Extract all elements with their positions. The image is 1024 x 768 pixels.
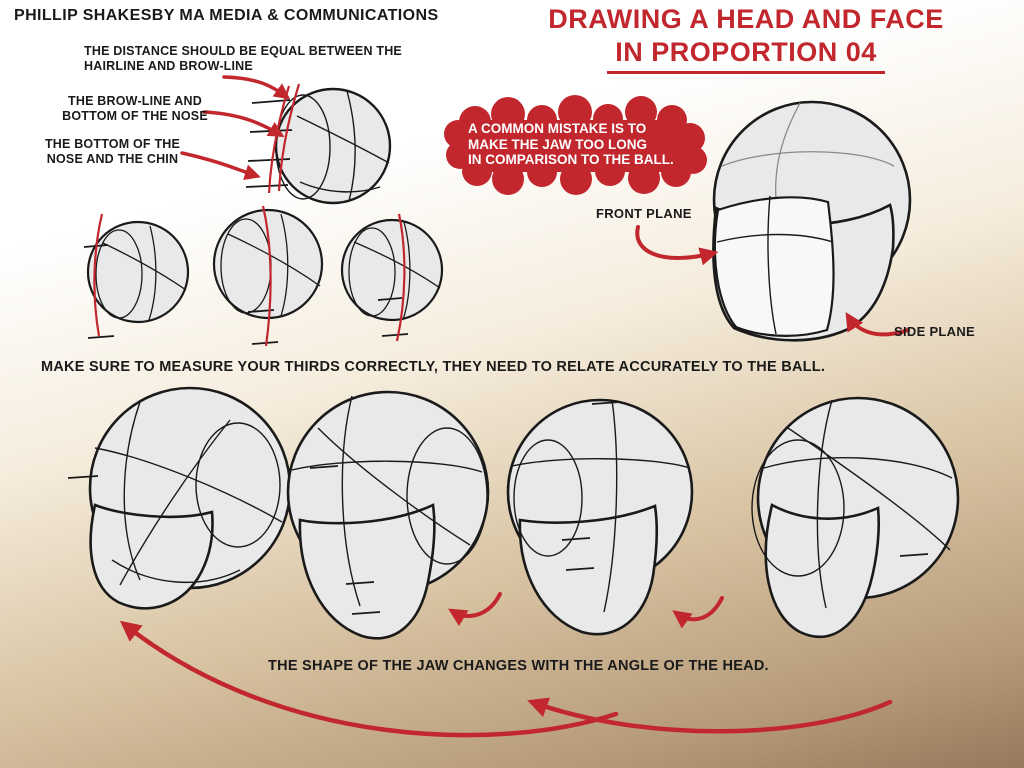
mistake-callout-blob (444, 95, 707, 195)
page-title: DRAWING A HEAD AND FACE IN PROPORTION 04 (505, 3, 987, 74)
author-credit: PHILLIP SHAKESBY MA MEDIA & COMMUNICATIO… (14, 7, 439, 24)
small-head-2 (212, 205, 324, 347)
proportion-head-large (712, 100, 912, 342)
head-angle-2 (286, 390, 490, 640)
note-browline-line2: BOTTOM OF THE NOSE (62, 108, 208, 123)
mistake-callout-line2: MAKE THE JAW TOO LONG (468, 136, 648, 152)
note-nose-chin: THE BOTTOM OF THE NOSE AND THE CHIN (30, 137, 195, 166)
measured-head-sketch (274, 87, 392, 205)
mistake-callout-line3: IN COMPARISON TO THE BALL. (468, 152, 674, 167)
head-angle-3 (506, 398, 694, 636)
jaw-caption: THE SHAPE OF THE JAW CHANGES WITH THE AN… (268, 658, 769, 674)
head-angle-1 (67, 386, 292, 610)
mistake-callout-line1: A COMMON MISTAKE IS TO (468, 121, 647, 136)
note-nose-chin-line2: NOSE AND THE CHIN (46, 151, 179, 166)
head-angle-4 (751, 396, 960, 638)
note-distance-line2: HAIRLINE AND BROW-LINE (84, 58, 253, 73)
page-title-line2: IN PROPORTION 04 (607, 36, 885, 74)
note-browline-line1: THE BROW-LINE AND (68, 94, 202, 108)
note-distance: THE DISTANCE SHOULD BE EQUAL BETWEEN THE… (84, 44, 402, 73)
thirds-caption: MAKE SURE TO MEASURE YOUR THIRDS CORRECT… (41, 359, 826, 375)
side-plane-label: SIDE PLANE (894, 324, 976, 339)
front-plane-label: FRONT PLANE (596, 206, 692, 221)
page-title-line1: DRAWING A HEAD AND FACE (548, 4, 944, 34)
annotation-arrows (180, 75, 910, 337)
bottom-arrows (119, 592, 893, 738)
note-browline: THE BROW-LINE AND BOTTOM OF THE NOSE (50, 94, 220, 123)
note-distance-line1: THE DISTANCE SHOULD BE EQUAL BETWEEN THE (84, 44, 402, 58)
note-nose-chin-line1: THE BOTTOM OF THE (44, 137, 181, 151)
mistake-callout-text: A COMMON MISTAKE IS TO MAKE THE JAW TOO … (468, 121, 686, 168)
small-head-1 (83, 213, 190, 339)
small-head-3 (340, 213, 444, 342)
